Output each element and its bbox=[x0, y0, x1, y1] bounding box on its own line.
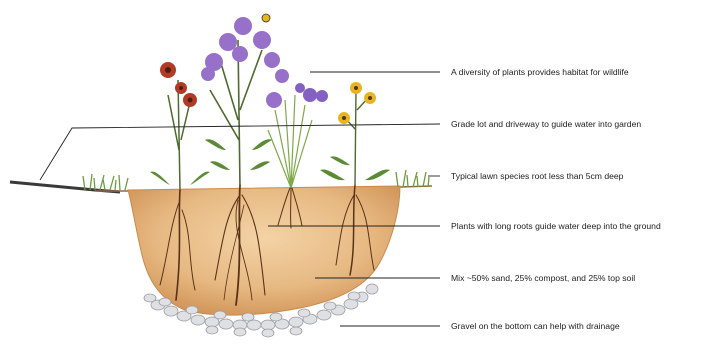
label-mix: Mix ~50% sand, 25% compost, and 25% top … bbox=[451, 273, 635, 283]
purple-iris-flowers bbox=[295, 83, 328, 102]
red-coneflower-plant bbox=[150, 62, 210, 190]
label-lawn: Typical lawn species root less than 5cm … bbox=[451, 171, 623, 181]
label-long-roots: Plants with long roots guide water deep … bbox=[451, 221, 661, 231]
purple-phlox-plant bbox=[201, 14, 289, 188]
label-grade: Grade lot and driveway to guide water in… bbox=[451, 119, 641, 129]
bee-icon bbox=[262, 14, 270, 22]
grass-clump-plant bbox=[268, 95, 312, 188]
label-diversity: A diversity of plants provides habitat f… bbox=[451, 67, 629, 77]
label-gravel: Gravel on the bottom can help with drain… bbox=[451, 321, 620, 331]
yellow-daisy-plant bbox=[320, 82, 390, 186]
